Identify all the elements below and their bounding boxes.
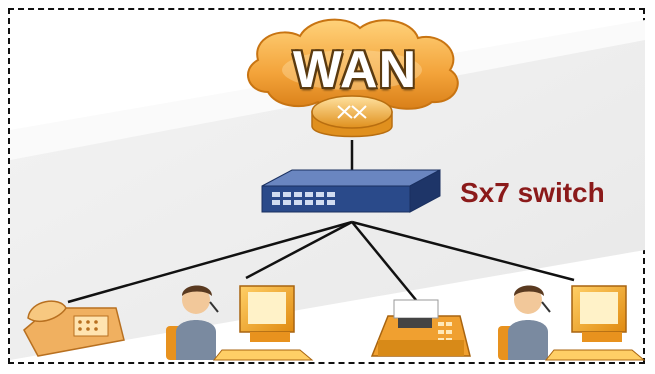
wan-label: WAN [292,41,418,99]
router-icon [311,95,393,138]
switch-to-phone-line [67,220,353,304]
switch-to-agent1-line [245,220,353,280]
switch-to-agent2-line [351,220,575,282]
ip-phone-icon [23,300,125,357]
wan-cloud-icon [247,18,459,111]
switch-label: Sx7 switch [460,177,605,208]
switch-to-fax-line [351,221,417,301]
agent-workstation-icon [166,285,314,361]
switch-icon [261,169,441,213]
connection-lines [67,140,575,304]
fax-machine-icon [370,299,471,357]
agent-workstation-icon [498,285,646,361]
